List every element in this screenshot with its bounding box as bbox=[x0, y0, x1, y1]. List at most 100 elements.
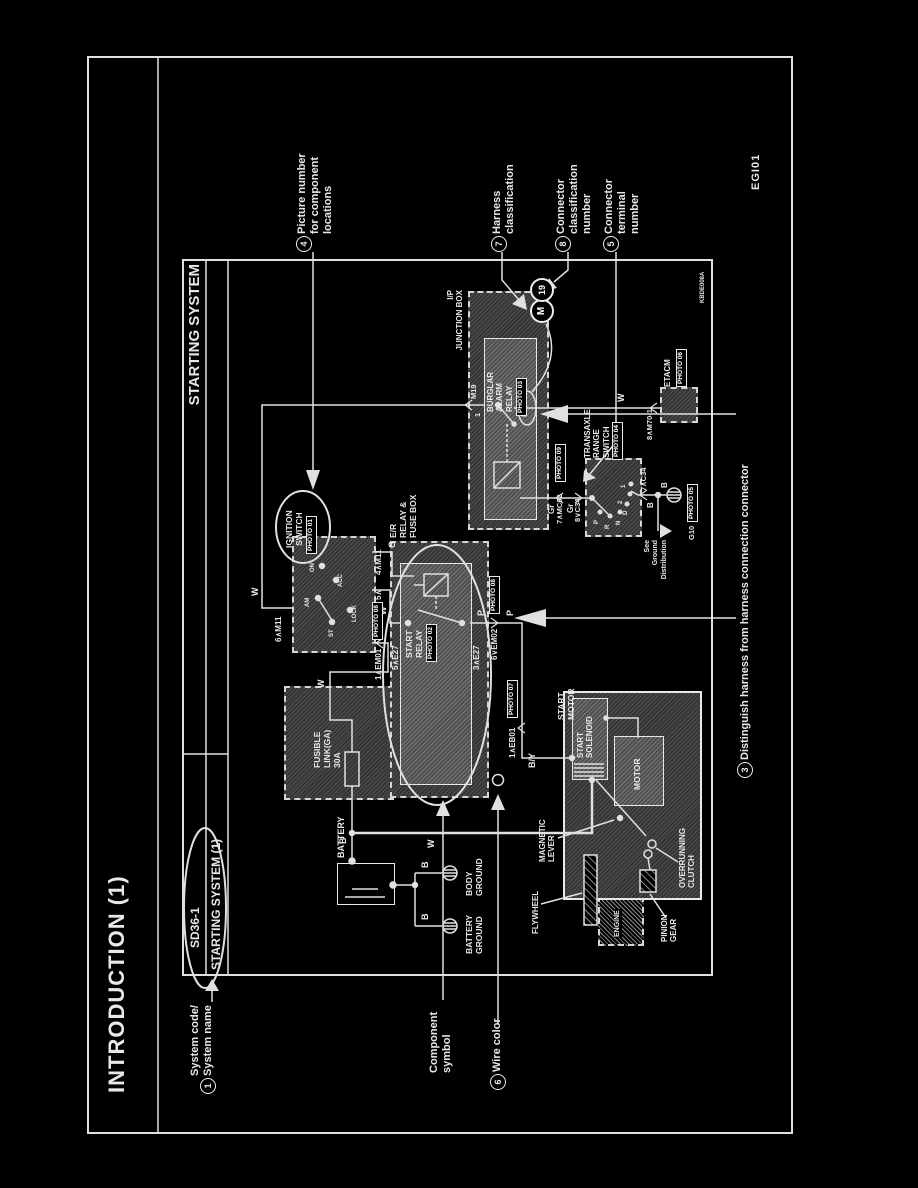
callout-6-badge: 6 bbox=[490, 1074, 506, 1090]
figure-code: EGI01 bbox=[750, 153, 762, 190]
em01-connector: 1∧EM01 bbox=[374, 648, 383, 680]
m11-term4: 4∧M11 bbox=[374, 549, 383, 575]
callout-1-badge: 1 bbox=[200, 1078, 216, 1094]
wire-p-2: P bbox=[505, 609, 515, 616]
start-motor-label: START MOTOR bbox=[556, 688, 577, 720]
m11-term6: 6∧M11 bbox=[274, 616, 283, 642]
wire-g: G bbox=[387, 540, 397, 548]
etacm-label: ETACM bbox=[663, 359, 672, 387]
flywheel-label: FLYWHEEL bbox=[531, 890, 540, 934]
e27-term5: 5∧E27 bbox=[391, 645, 400, 670]
body-ground-label: BODY GROUND bbox=[464, 858, 485, 896]
wire-b-3: B bbox=[420, 861, 430, 869]
m11-term5: 5∧ bbox=[374, 589, 383, 600]
wire-w-feed: W bbox=[316, 679, 326, 689]
burglar-relay-internals bbox=[493, 401, 535, 499]
callout-leaders bbox=[205, 252, 736, 1024]
eb01-connector: 1∧EB01 bbox=[508, 727, 517, 758]
engine-label: ENGINE bbox=[614, 909, 623, 938]
fusible-link-label: FUSIBLE LINK(GA) 30A bbox=[312, 729, 343, 768]
callout-3-badge: 3 bbox=[737, 762, 753, 778]
g10-ground-icon bbox=[658, 487, 682, 503]
m70-connector: 8∧M70-1 bbox=[645, 409, 654, 440]
ignition-switch-internals bbox=[314, 562, 354, 626]
wire-b-1: B bbox=[338, 837, 348, 845]
start-motor-internals bbox=[540, 715, 679, 926]
system-code-ellipse bbox=[183, 827, 227, 989]
ground-distribution-wiring bbox=[638, 489, 672, 538]
battery-ground-label: BATTERY GROUND bbox=[464, 914, 485, 954]
battery-ground-icon bbox=[442, 918, 458, 934]
range-2: 2 bbox=[618, 500, 624, 504]
start-relay-ellipse bbox=[382, 544, 492, 806]
start-relay-label: START RELAY bbox=[404, 629, 425, 658]
motor-label: MOTOR bbox=[632, 758, 642, 790]
callout-4-badge: 4 bbox=[296, 236, 312, 252]
overrunning-clutch-label: OVERRUNNING CLUTCH bbox=[678, 827, 697, 888]
callout-7-label: Harness classification bbox=[491, 164, 516, 234]
component-symbol-label: Component symbol bbox=[428, 1011, 453, 1073]
see-ground-label: See Ground Distribution bbox=[644, 540, 668, 580]
range-d: D bbox=[623, 510, 629, 515]
burglar-relay-label: BURGLAR ALARM RELAY bbox=[486, 372, 514, 412]
callout-8-label: Connector classification number bbox=[555, 164, 593, 234]
photo01-ref: PHOTO 01 bbox=[306, 515, 317, 554]
range-switch-internals bbox=[585, 481, 639, 519]
callout-8-badge: 8 bbox=[555, 236, 571, 252]
er-box-label: E/R RELAY & FUSE BOX bbox=[388, 494, 419, 538]
range-r: R bbox=[605, 524, 611, 529]
callout-7-badge: 7 bbox=[491, 236, 507, 252]
etacm-wiring bbox=[535, 402, 660, 414]
ign-pos-on: ON bbox=[310, 563, 316, 572]
diagram-title: STARTING SYSTEM bbox=[186, 264, 203, 406]
wire-w-bus: W bbox=[250, 587, 260, 597]
wire-p-1: P bbox=[476, 609, 486, 616]
callout-5-label: Connector terminal number bbox=[603, 179, 641, 234]
range-p: P bbox=[594, 519, 600, 524]
system-code-cell: SD36-1 bbox=[188, 907, 202, 948]
mc02-connector: 7∧MC02 bbox=[555, 494, 564, 524]
callout-4-label: Picture number for component locations bbox=[296, 153, 334, 234]
ignition-terminal-wiring bbox=[261, 399, 484, 624]
em02-connector: 6∨EM02 bbox=[490, 628, 499, 660]
c34-in-connector: 8∨C34 bbox=[573, 498, 582, 522]
e27-term3: 3∧E27 bbox=[472, 645, 481, 670]
doc-code: KBDE008A bbox=[700, 271, 706, 303]
start-relay-output-wiring bbox=[470, 617, 572, 759]
callout-6-label: Wire color bbox=[491, 1018, 503, 1072]
photo08-ref-b: PHOTO 08 bbox=[489, 575, 500, 614]
photo04-ref: PHOTO 04 bbox=[612, 421, 623, 460]
body-ground-icon bbox=[442, 865, 458, 881]
magnetic-lever-label: MAGNETIC LEVER bbox=[538, 819, 557, 862]
callout-1-label: System code/ System name bbox=[189, 1005, 214, 1076]
mc02-c34-wiring bbox=[535, 492, 585, 504]
ignition-switch-label: IGNITION SWITCH bbox=[284, 510, 305, 548]
photo07-ref: PHOTO 07 bbox=[507, 679, 518, 718]
m19-harness-circle: M bbox=[530, 299, 554, 323]
transaxle-label: TRANSAXLE RANGE SWITCH bbox=[583, 409, 611, 458]
start-solenoid-label: START SOLENOID bbox=[576, 716, 595, 758]
m19-entry-label: M19 bbox=[469, 384, 478, 399]
photo06-ref: PHOTO 06 bbox=[676, 348, 687, 387]
callout-5-badge: 5 bbox=[603, 236, 619, 252]
m19-terminal: 1 bbox=[473, 412, 482, 417]
m19-callout-curve bbox=[531, 323, 553, 393]
ign-pos-lock: LOCK bbox=[352, 605, 358, 622]
g10-label: G10 bbox=[687, 525, 696, 540]
photo05-ref: PHOTO 05 bbox=[687, 483, 698, 522]
photo03-ref: PHOTO 03 bbox=[516, 377, 527, 416]
ign-pos-am: AM bbox=[305, 597, 311, 607]
ign-pos-st: ST bbox=[329, 629, 335, 637]
callout-3-label: Distinguish harness from harness connect… bbox=[739, 464, 751, 760]
wire-by: B/Y bbox=[527, 752, 537, 768]
wire-b-4: B bbox=[646, 502, 655, 508]
fusible-link-wiring bbox=[329, 637, 389, 800]
photo09-ref: PHOTO 09 bbox=[555, 443, 566, 482]
c34-out-connector: 7∧C34 bbox=[639, 467, 648, 491]
range-n: N bbox=[616, 520, 622, 525]
wire-b-2: B bbox=[420, 913, 430, 921]
page-title: INTRODUCTION (1) bbox=[104, 875, 129, 1093]
